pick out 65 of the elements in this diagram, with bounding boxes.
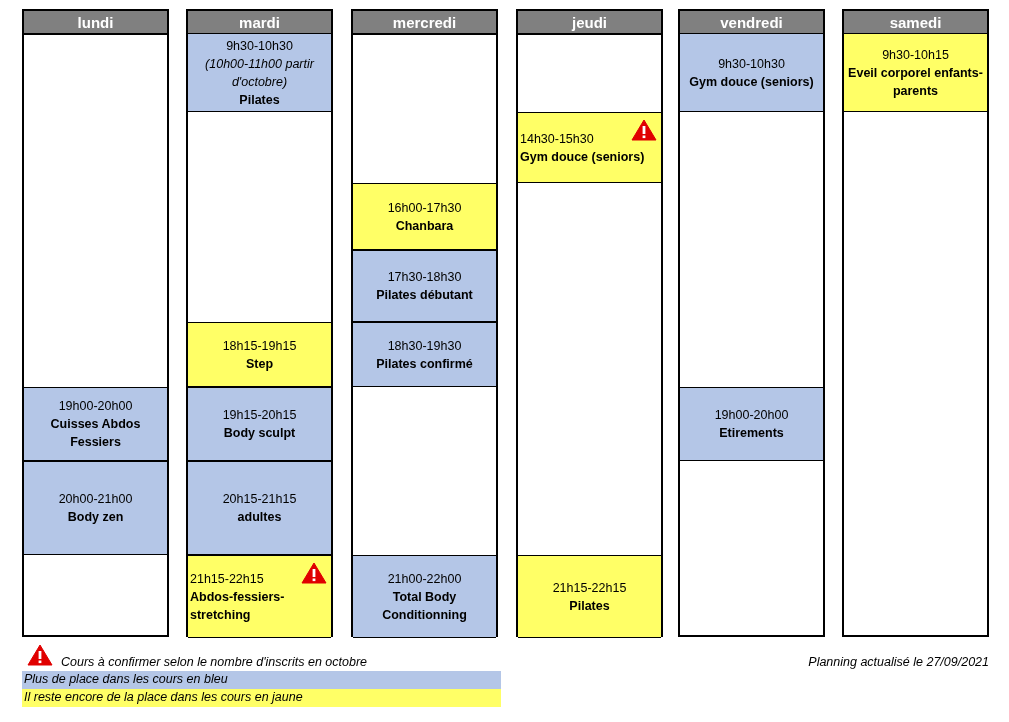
- schedule-column: [516, 9, 663, 637]
- class-slot: [24, 461, 167, 555]
- time-text: 9h30-10h30: [226, 37, 293, 55]
- class-slot: [518, 555, 661, 638]
- class-name: Gym douce (seniors): [689, 73, 814, 91]
- time-text: 18h30-19h30: [387, 337, 462, 355]
- time-text: 21h15-22h15: [190, 570, 264, 588]
- class-name: Chanbara: [395, 217, 454, 235]
- legend-text: Cours à confirmer selon le nombre d'inscrits en octobre: [61, 655, 367, 669]
- class-slot: [188, 555, 331, 638]
- time-text: 20h15-21h15: [222, 491, 297, 508]
- day-heading: mercredi: [353, 11, 496, 35]
- time-text: 19h15-20h15: [222, 407, 297, 424]
- schedule-column: [22, 9, 169, 637]
- schedule-column: [351, 9, 498, 637]
- time-text: 21h00-22h00: [387, 570, 462, 588]
- day-heading: vendredi: [680, 11, 823, 35]
- class-slot: [353, 250, 496, 322]
- class-name: Pilates: [569, 597, 610, 615]
- class-name: Pilates débutant: [376, 287, 473, 304]
- class-slot: [353, 322, 496, 387]
- class-name: Gym douce (seniors): [520, 148, 645, 166]
- schedule-column: [186, 9, 333, 637]
- class-name: Pilates: [239, 91, 280, 109]
- class-name: Body sculpt: [223, 425, 296, 442]
- time-text: 9h30-10h15: [882, 46, 949, 64]
- class-slot: [188, 461, 331, 555]
- time-text: 14h30-15h30: [520, 130, 594, 148]
- class-name: Eveil corporel enfants-parents: [848, 64, 983, 100]
- class-name: Pilates confirmé: [376, 355, 473, 373]
- class-slot: [518, 112, 661, 183]
- legend-text: Il reste encore de la place dans les cours en jaune: [24, 690, 303, 704]
- schedule-column: [678, 9, 825, 637]
- class-name: Total Body Conditionning: [381, 588, 468, 624]
- day-heading: lundi: [24, 11, 167, 35]
- day-heading: jeudi: [518, 11, 661, 35]
- class-name: Abdos-fessiers-stretching: [190, 588, 286, 624]
- class-slot: [353, 183, 496, 250]
- time-text: 19h00-20h00: [714, 407, 789, 424]
- update-note: Planning actualisé le 27/09/2021: [808, 655, 989, 669]
- class-slot: [353, 555, 496, 638]
- class-name: Cuisses Abdos Fessiers: [49, 416, 142, 451]
- class-slot: [24, 387, 167, 461]
- schedule-column: [842, 9, 989, 637]
- day-heading: mardi: [188, 11, 331, 35]
- class-name: Body zen: [67, 509, 124, 526]
- class-slot: [188, 33, 331, 112]
- class-name: Step: [245, 355, 274, 373]
- class-name: Etirements: [719, 425, 784, 442]
- time-text: 16h00-17h30: [387, 199, 462, 217]
- class-slot: [680, 387, 823, 461]
- time-text: 18h15-19h15: [222, 337, 297, 355]
- time-text: 9h30-10h30: [718, 55, 785, 73]
- time-text: 17h30-18h30: [387, 269, 462, 286]
- class-slot: [844, 33, 987, 112]
- class-name: adultes: [237, 509, 282, 526]
- class-slot: [188, 322, 331, 387]
- time-text: 20h00-21h00: [58, 491, 133, 508]
- note-text: (10h00-11h00 partir d'octobre): [204, 55, 316, 91]
- time-text: 21h15-22h15: [552, 579, 627, 597]
- class-slot: [188, 387, 331, 461]
- class-slot: [680, 33, 823, 112]
- legend-text: Plus de place dans les cours en bleu: [24, 672, 228, 686]
- day-heading: samedi: [844, 11, 987, 35]
- time-text: 19h00-20h00: [58, 398, 133, 415]
